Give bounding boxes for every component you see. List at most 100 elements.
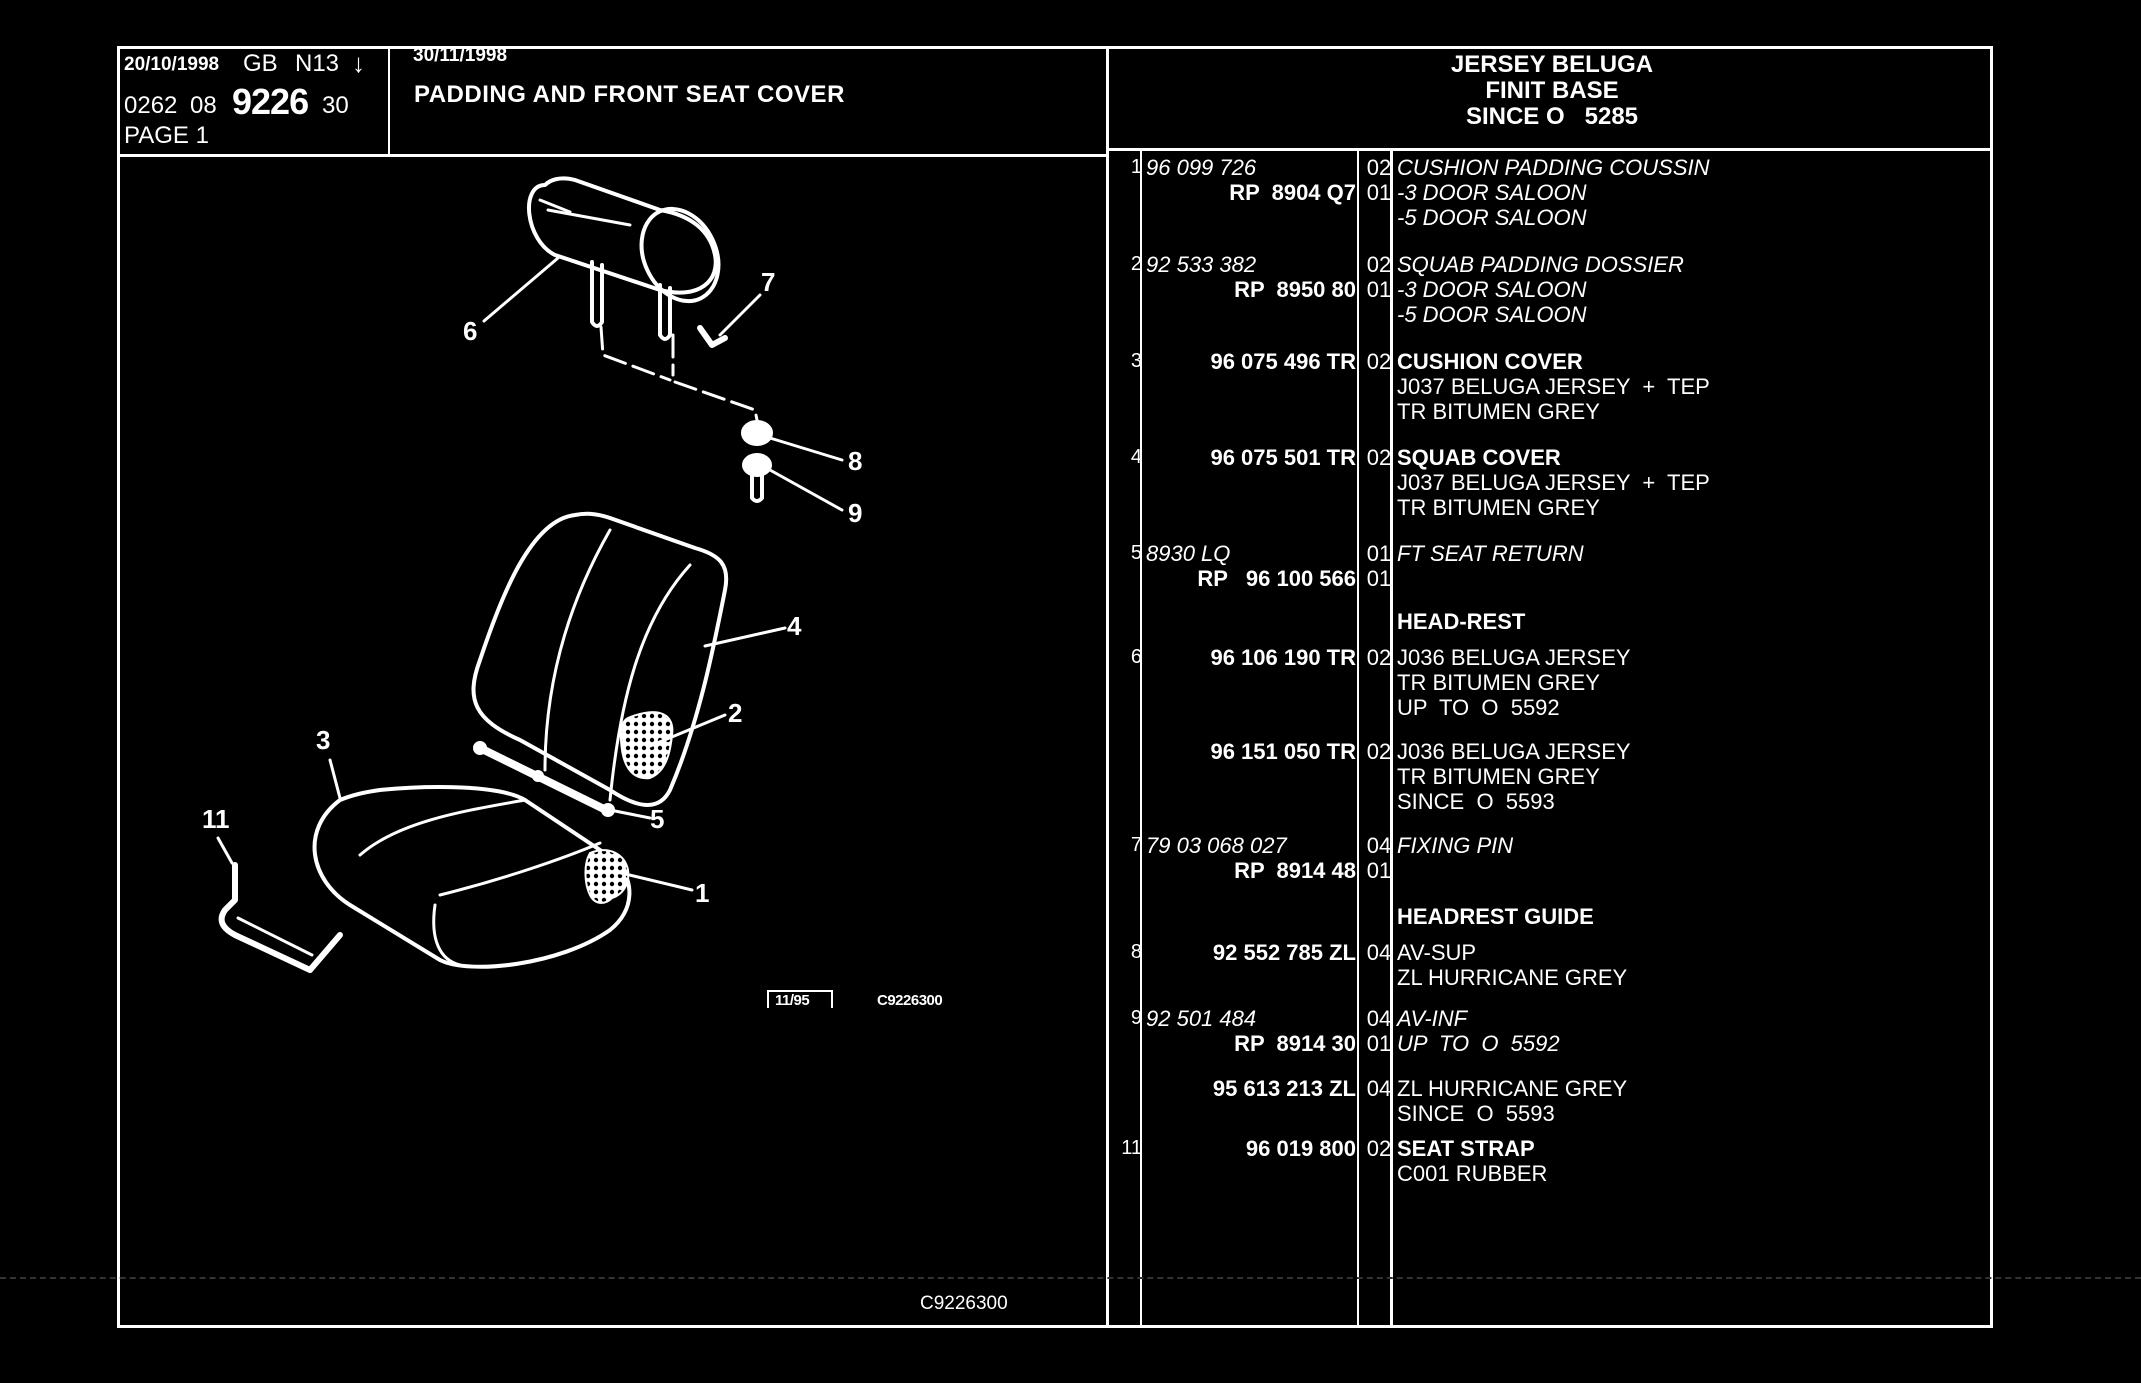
header-ref-prefix-2: 08 bbox=[190, 92, 217, 119]
part-reference: RP 8914 48 bbox=[1234, 858, 1356, 883]
part-quantity: 02 bbox=[1366, 739, 1392, 764]
part-description: SQUAB COVER bbox=[1397, 445, 1561, 470]
part-description: J037 BELUGA JERSEY + TEP bbox=[1397, 470, 1710, 495]
part-description: TR BITUMEN GREY bbox=[1397, 399, 1600, 424]
image-ref-label: C9226300 bbox=[877, 992, 943, 1009]
part-description: FT SEAT RETURN bbox=[1397, 541, 1584, 566]
trim-line-3: SINCE O 5285 bbox=[1465, 103, 1639, 130]
part-quantity: 04 bbox=[1366, 833, 1392, 858]
part-quantity: 02 bbox=[1366, 155, 1392, 180]
header-date-left: 20/10/1998 bbox=[124, 54, 220, 75]
part-quantity: 02 bbox=[1366, 252, 1392, 277]
trim-line-2: FINIT BASE bbox=[1485, 77, 1619, 104]
callout-leaders bbox=[216, 256, 844, 892]
callout-5: 5 bbox=[650, 804, 665, 834]
part-description: AV-SUP bbox=[1397, 940, 1477, 965]
part-description: -5 DOOR SALOON bbox=[1397, 205, 1587, 230]
col-rule-num bbox=[1140, 150, 1142, 1328]
part-description: -3 DOOR SALOON bbox=[1397, 180, 1587, 205]
part-reference: 92 501 484 bbox=[1146, 1006, 1257, 1031]
header-code: N13 bbox=[295, 50, 340, 77]
part-description: SQUAB PADDING DOSSIER bbox=[1397, 252, 1684, 277]
callout-8: 8 bbox=[848, 446, 863, 476]
trim-header: JERSEY BELUGA FINIT BASE SINCE O 5285 bbox=[1110, 52, 1994, 130]
part-description: CUSHION PADDING COUSSIN bbox=[1397, 155, 1710, 180]
part-description: -5 DOOR SALOON bbox=[1397, 302, 1587, 327]
seat-exploded-drawing bbox=[216, 176, 844, 973]
item-number: 5 bbox=[1130, 542, 1142, 564]
part-quantity: 04 bbox=[1366, 1076, 1392, 1101]
issue-box bbox=[767, 990, 833, 1008]
down-arrow-icon: ↓ bbox=[352, 48, 365, 78]
fixing-pin-part bbox=[697, 325, 728, 348]
part-reference: RP 8914 30 bbox=[1234, 1031, 1356, 1056]
part-description: CUSHION COVER bbox=[1397, 349, 1583, 374]
headrest-part bbox=[527, 176, 721, 341]
part-description: SEAT STRAP bbox=[1397, 1136, 1535, 1161]
header-market: GB bbox=[243, 50, 278, 77]
part-reference: 96 106 190 TR bbox=[1210, 645, 1356, 670]
header-ref-prefix-1: 0262 bbox=[124, 92, 178, 119]
headrest-guide-inf-part bbox=[742, 453, 772, 503]
item-number: 6 bbox=[1130, 646, 1142, 668]
part-quantity: 02 bbox=[1366, 349, 1392, 374]
part-reference: 96 099 726 bbox=[1146, 155, 1257, 180]
part-reference: RP 96 100 566 bbox=[1197, 566, 1356, 591]
callout-4: 4 bbox=[787, 611, 802, 641]
part-description: FIXING PIN bbox=[1397, 833, 1514, 858]
trim-line-1: JERSEY BELUGA bbox=[1450, 51, 1654, 78]
issue-date-label: 11/95 bbox=[775, 992, 810, 1009]
part-description: ZL HURRICANE GREY bbox=[1397, 1076, 1628, 1101]
part-description: SINCE O 5593 bbox=[1397, 789, 1555, 814]
item-number: 1 bbox=[1130, 156, 1142, 178]
part-reference: 96 151 050 TR bbox=[1210, 739, 1356, 764]
part-description: TR BITUMEN GREY bbox=[1397, 495, 1600, 520]
header-date-right: 30/11/1998 bbox=[413, 45, 508, 66]
part-quantity: 02 bbox=[1366, 445, 1392, 470]
callout-6: 6 bbox=[463, 316, 478, 346]
headrest-guide-sup-part bbox=[741, 420, 773, 446]
part-quantity: 01 bbox=[1366, 180, 1392, 205]
part-quantity: 01 bbox=[1366, 277, 1392, 302]
callout-9: 9 bbox=[848, 498, 863, 528]
header-page: PAGE 1 bbox=[124, 122, 209, 149]
header-ref-main: 9226 bbox=[232, 81, 309, 122]
col-rule-ref bbox=[1357, 150, 1359, 1328]
part-description: J036 BELUGA JERSEY bbox=[1397, 645, 1631, 670]
part-reference: 95 613 213 ZL bbox=[1212, 1076, 1356, 1101]
header-divider-left bbox=[388, 46, 390, 156]
item-number: 7 bbox=[1130, 834, 1142, 856]
part-description: J037 BELUGA JERSEY + TEP bbox=[1397, 374, 1710, 399]
part-description: UP TO O 5592 bbox=[1397, 1031, 1560, 1056]
right-header-rule bbox=[1108, 148, 1993, 151]
callout-2: 2 bbox=[728, 698, 743, 728]
cushion-padding-part bbox=[584, 849, 630, 904]
part-quantity: 02 bbox=[1366, 645, 1392, 670]
part-quantity: 01 bbox=[1366, 566, 1392, 591]
part-quantity: 01 bbox=[1366, 1031, 1392, 1056]
part-quantity: 02 bbox=[1366, 1136, 1392, 1161]
part-reference: 8930 LQ bbox=[1146, 541, 1231, 566]
cushion-part bbox=[312, 785, 632, 969]
part-reference: 92 552 785 ZL bbox=[1212, 940, 1356, 965]
left-header-rule bbox=[117, 154, 1107, 157]
part-description: -3 DOOR SALOON bbox=[1397, 277, 1587, 302]
part-reference: RP 8950 80 bbox=[1234, 277, 1356, 302]
item-number: 8 bbox=[1130, 941, 1142, 963]
part-description: HEADREST GUIDE bbox=[1397, 904, 1594, 929]
main-divider bbox=[1106, 46, 1109, 1328]
item-number: 11 bbox=[1121, 1137, 1142, 1159]
part-description: SINCE O 5593 bbox=[1397, 1101, 1555, 1126]
callout-3: 3 bbox=[316, 725, 331, 755]
part-description: J036 BELUGA JERSEY bbox=[1397, 739, 1631, 764]
item-number: 4 bbox=[1130, 446, 1142, 468]
seat-strap-part bbox=[218, 862, 343, 973]
callout-7: 7 bbox=[761, 267, 776, 297]
callout-11: 11 bbox=[202, 804, 230, 834]
footer-ref-label: C9226300 bbox=[920, 1293, 1008, 1314]
col-rule-qty bbox=[1390, 150, 1393, 1328]
part-description: HEAD-REST bbox=[1397, 609, 1526, 634]
part-description: TR BITUMEN GREY bbox=[1397, 764, 1600, 789]
part-quantity: 01 bbox=[1366, 541, 1392, 566]
item-number: 2 bbox=[1130, 253, 1142, 275]
